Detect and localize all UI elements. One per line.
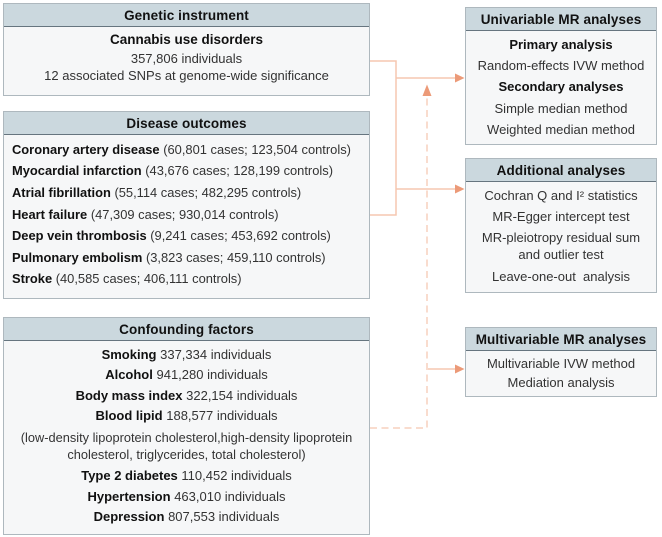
confounder-detail: 807,553 individuals — [168, 509, 280, 525]
confounder-detail: 110,452 individuals — [181, 468, 292, 484]
genetic-instrument-header: Genetic instrument — [4, 4, 369, 27]
univariable-mr-box: Univariable MR analyses Primary analysis… — [465, 7, 657, 145]
disease-outcomes-header: Disease outcomes — [4, 112, 369, 135]
outcome-detail: (43,676 cases; 128,199 controls) — [145, 163, 333, 179]
outcome-name: Heart failure — [12, 206, 88, 222]
outcome-row: Pulmonary embolism (3,823 cases; 459,110… — [12, 250, 369, 265]
disease-outcomes-box: Disease outcomes Coronary artery disease… — [3, 111, 370, 299]
outcome-detail: (60,801 cases; 123,504 controls) — [163, 141, 351, 157]
outcome-name: Coronary artery disease — [12, 141, 160, 157]
dashed-confounder-connector — [370, 96, 428, 429]
outcome-name: Pulmonary embolism — [12, 249, 143, 265]
confounder-name: Body mass index — [75, 387, 183, 403]
confounder-row: Body mass index 322,154 individuals — [76, 388, 298, 403]
outcome-detail: (3,823 cases; 459,110 controls) — [145, 249, 326, 265]
confounder-detail: 463,010 individuals — [174, 488, 286, 504]
exposure-name: Cannabis use disorders — [109, 32, 264, 47]
outcome-detail: (47,309 cases; 930,014 controls) — [90, 206, 279, 222]
outcome-name: Deep vein thrombosis — [12, 228, 147, 244]
confounder-detail: 188,577 individuals — [166, 408, 278, 424]
blood-lipid-note-line: (low-density lipoprotein cholesterol,hig… — [20, 429, 353, 445]
secondary-method: Weighted median method — [487, 121, 635, 137]
arrow-to-multivariable-head-icon — [455, 364, 465, 374]
multivariable-item: Mediation analysis — [507, 375, 615, 391]
multivariable-item: Multivariable IVW method — [486, 355, 636, 371]
confounder-detail: 337,334 individuals — [160, 346, 272, 362]
outcome-name: Myocardial infarction — [12, 163, 142, 179]
confounder-name: Type 2 diabetes — [81, 468, 178, 484]
additional-analyses-header: Additional analyses — [466, 159, 656, 182]
additional-item: MR-pleiotropy residual sum and outlier t… — [481, 230, 641, 263]
connector-exposure-outcomes-bus — [370, 60, 397, 216]
additional-item: Cochran Q and I² statistics — [484, 187, 638, 203]
confounder-detail: 941,280 individuals — [156, 367, 268, 383]
confounder-name: Hypertension — [87, 488, 171, 504]
confounder-row: Alcohol 941,280 individuals — [105, 367, 268, 382]
univariable-mr-header: Univariable MR analyses — [466, 8, 656, 31]
arrow-to-univariable-head-icon — [455, 73, 465, 83]
confounding-factors-header: Confounding factors — [4, 318, 369, 341]
primary-method: Random-effects IVW method — [477, 58, 645, 74]
genetic-instrument-box: Genetic instrument Cannabis use disorder… — [3, 3, 370, 96]
confounder-row: Smoking 337,334 individuals — [102, 347, 272, 362]
secondary-method: Simple median method — [494, 100, 628, 116]
confounder-name: Blood lipid — [95, 408, 163, 424]
outcome-name: Atrial fibrillation — [12, 184, 111, 200]
confounder-row: Depression 807,553 individuals — [94, 509, 280, 524]
outcome-row: Myocardial infarction (43,676 cases; 128… — [12, 163, 369, 178]
outcome-detail: (55,114 cases; 482,295 controls) — [114, 184, 302, 200]
additional-item: Leave-one-out analysis — [491, 269, 631, 285]
confounder-row: Type 2 diabetes 110,452 individuals — [81, 468, 292, 483]
exposure-sample-size: 357,806 individuals — [130, 51, 243, 66]
blood-lipid-note-line: cholesterol, triglycerides, total choles… — [67, 446, 306, 462]
primary-analysis-label: Primary analysis — [509, 37, 613, 53]
multivariable-mr-header: Multivariable MR analyses — [466, 328, 656, 351]
confounding-factors-box: Confounding factors Smoking 337,334 indi… — [3, 317, 370, 535]
confounder-detail: 322,154 individuals — [186, 387, 298, 403]
confounder-row: Blood lipid 188,577 individuals — [95, 408, 277, 423]
additional-analyses-box: Additional analyses Cochran Q and I² sta… — [465, 158, 657, 293]
secondary-analyses-label: Secondary analyses — [498, 79, 624, 95]
multivariable-mr-box: Multivariable MR analyses Multivariable … — [465, 327, 657, 397]
outcome-name: Stroke — [12, 271, 53, 287]
blood-lipid-note: (low-density lipoprotein cholesterol,hig… — [21, 429, 352, 463]
confounder-name: Depression — [93, 509, 165, 525]
outcome-detail: (40,585 cases; 406,111 controls) — [55, 271, 242, 287]
confounder-name: Smoking — [101, 346, 157, 362]
confounder-row: Hypertension 463,010 individuals — [87, 489, 285, 504]
outcome-row: Stroke (40,585 cases; 406,111 controls) — [12, 271, 369, 286]
dashed-confounder-arrow-head-icon — [422, 84, 432, 96]
arrow-to-additional-head-icon — [455, 184, 465, 194]
additional-item: MR-Egger intercept test — [492, 208, 630, 224]
confounder-name: Alcohol — [105, 367, 153, 383]
outcome-row: Deep vein thrombosis (9,241 cases; 453,6… — [12, 228, 369, 243]
exposure-snp-count: 12 associated SNPs at genome-wide signif… — [44, 68, 329, 83]
outcome-row: Heart failure (47,309 cases; 930,014 con… — [12, 207, 369, 222]
outcome-row: Coronary artery disease (60,801 cases; 1… — [12, 142, 369, 157]
outcome-detail: (9,241 cases; 453,692 controls) — [150, 228, 331, 244]
outcome-row: Atrial fibrillation (55,114 cases; 482,2… — [12, 185, 369, 200]
